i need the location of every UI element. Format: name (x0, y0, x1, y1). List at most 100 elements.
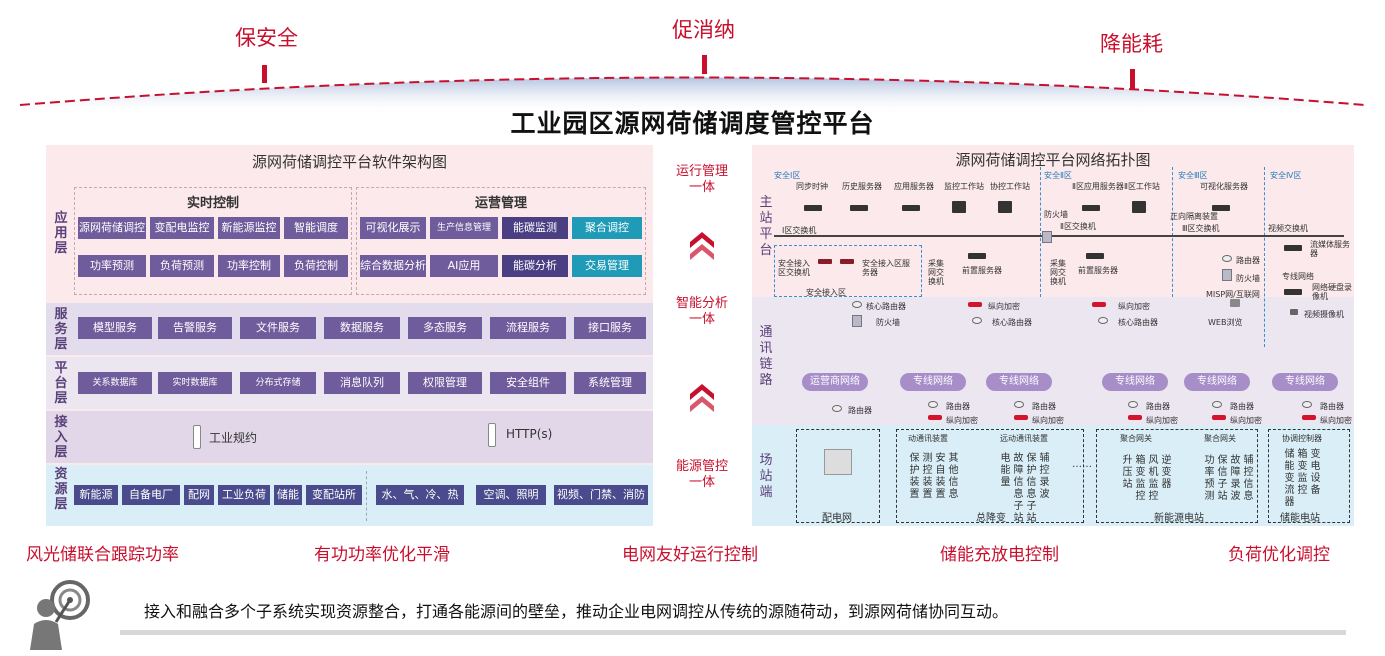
app-item[interactable]: 新能源监控 (218, 217, 280, 239)
app-item[interactable]: 负荷控制 (284, 255, 348, 277)
station-device: 远动通讯装置 (1000, 434, 1048, 443)
device-label: 纵向加密 (1146, 416, 1178, 425)
zone-divider (1040, 167, 1041, 297)
zone-divider (1172, 167, 1173, 297)
service-item[interactable]: 数据服务 (324, 317, 400, 339)
realtime-group (74, 187, 352, 295)
ops-title: 运营管理 (474, 196, 527, 211)
server-icon (968, 253, 986, 259)
service-item[interactable]: 流程服务 (490, 317, 566, 339)
device-label: 视频摄像机 (1304, 310, 1344, 319)
service-item[interactable]: 告警服务 (158, 317, 232, 339)
net-title: 源网荷储调控平台网络拓扑图 (955, 151, 1151, 169)
divider (366, 471, 367, 521)
resource-item[interactable]: 新能源 (74, 485, 118, 505)
server-icon (804, 205, 822, 211)
platform-item[interactable]: 分布式存储 (240, 372, 316, 394)
platform-item[interactable]: 关系数据库 (78, 372, 152, 394)
resource-item[interactable]: 配网 (184, 485, 214, 505)
app-item[interactable]: 智能调度 (284, 217, 348, 239)
app-item[interactable]: AI应用 (430, 255, 498, 277)
access-protocol: 工业规约 (209, 431, 258, 445)
station-device: 动通讯装置 (908, 434, 948, 443)
device-label: 防火墙 (876, 318, 900, 327)
app-item[interactable]: 能碳分析 (502, 255, 568, 277)
app-item[interactable]: 综合数据分析 (360, 255, 426, 277)
server-label: 可视化服务器 (1200, 182, 1248, 191)
platform-item[interactable]: 系统管理 (574, 372, 646, 394)
router-icon (1302, 401, 1312, 408)
main-title: 工业园区源网荷储调度管控平台 (510, 109, 875, 138)
station-device: 协调控制器 (1282, 434, 1322, 443)
zone-label: 安全Ⅰ区 (774, 171, 801, 180)
device-label: 前置服务器 (1078, 266, 1118, 275)
resource-item[interactable]: 空调、照明 (476, 485, 546, 505)
target-person-icon (30, 580, 90, 650)
resource-item[interactable]: 水、气、冷、热 (376, 485, 464, 505)
top-arc (19, 55, 1366, 115)
device-label: 视频交换机 (1268, 224, 1308, 233)
workstation-icon (998, 201, 1012, 213)
zone-label: 安全Ⅱ区 (1044, 171, 1072, 180)
station-item: 箱变监控 (1135, 455, 1146, 502)
network-pill: 专线网络 (986, 373, 1052, 391)
app-item[interactable]: 能碳监测 (502, 217, 568, 239)
encrypt-icon (1092, 302, 1106, 307)
app-item[interactable]: 可视化展示 (360, 217, 426, 239)
layer-label: 资源层 (54, 467, 68, 512)
app-item[interactable]: 聚合调控 (572, 217, 642, 239)
device-label: 安全接入区服务器 (862, 259, 910, 277)
access-layer: 接入层 工业规约 HTTP(s) (46, 411, 653, 463)
encrypt-icon (928, 415, 942, 420)
platform-item[interactable]: 权限管理 (408, 372, 482, 394)
station-item: 电能量 (1000, 453, 1011, 488)
workstation-icon (1132, 201, 1146, 213)
app-item[interactable]: 生产信息管理 (430, 217, 498, 239)
server-label: 同步时钟 (796, 182, 828, 191)
platform-item[interactable]: 消息队列 (324, 372, 400, 394)
router-icon (972, 317, 982, 324)
side-label: 运行管理一体 (675, 164, 728, 195)
monitor-icon (1230, 299, 1240, 307)
app-item[interactable]: 功率预测 (78, 255, 146, 277)
platform-item[interactable]: 安全组件 (490, 372, 566, 394)
service-item[interactable]: 接口服务 (574, 317, 646, 339)
firewall-icon (1042, 231, 1052, 243)
device-label: Ⅰ区交换机 (782, 226, 817, 235)
device-label: 纵向加密 (1118, 302, 1150, 311)
app-item[interactable]: 功率控制 (218, 255, 280, 277)
app-item[interactable]: 变配电监控 (150, 217, 214, 239)
feature-label: 风光储联合跟踪功率 (26, 545, 179, 565)
access-protocol: HTTP(s) (506, 427, 553, 441)
server-label: Ⅱ区应用服务器 (1072, 182, 1124, 191)
server-icon (902, 205, 920, 211)
platform-layer: 平台层 关系数据库 实时数据库 分布式存储 消息队列 权限管理 安全组件 系统管… (46, 357, 653, 409)
app-item[interactable]: 负荷预测 (150, 255, 214, 277)
platform-item[interactable]: 实时数据库 (158, 372, 232, 394)
device-label: 路由器 (1320, 402, 1344, 411)
station-item: 升压站 (1122, 455, 1133, 490)
workstation-icon (952, 201, 966, 213)
resource-item[interactable]: 变配站所 (306, 485, 362, 505)
device-label: 路由器 (848, 406, 872, 415)
device-label: 核心路由器 (992, 318, 1032, 327)
resource-item[interactable]: 工业负荷 (218, 485, 270, 505)
goal-energy-saving: 降能耗 (1100, 32, 1163, 56)
device-label: 安全接入区交换机 (778, 259, 810, 277)
resource-item[interactable]: 视频、门禁、消防 (554, 485, 648, 505)
resource-item[interactable]: 储能 (274, 485, 302, 505)
device-label: MISP网/互联网 (1206, 290, 1260, 299)
router-icon (928, 401, 938, 408)
device-label: 防火墙 (1044, 210, 1068, 219)
resource-item[interactable]: 自备电厂 (122, 485, 180, 505)
bottom-bar (120, 630, 1346, 635)
app-item[interactable]: 源网荷储调控 (78, 217, 146, 239)
service-item[interactable]: 模型服务 (78, 317, 152, 339)
goal-consumption: 促消纳 (672, 18, 735, 42)
service-item[interactable]: 多态服务 (408, 317, 482, 339)
app-item[interactable]: 交易管理 (572, 255, 642, 277)
device-label: 路由器 (1146, 402, 1170, 411)
service-item[interactable]: 文件服务 (240, 317, 316, 339)
feature-label: 有功功率优化平滑 (314, 545, 450, 565)
device-label: 采集网交换机 (1050, 259, 1066, 286)
